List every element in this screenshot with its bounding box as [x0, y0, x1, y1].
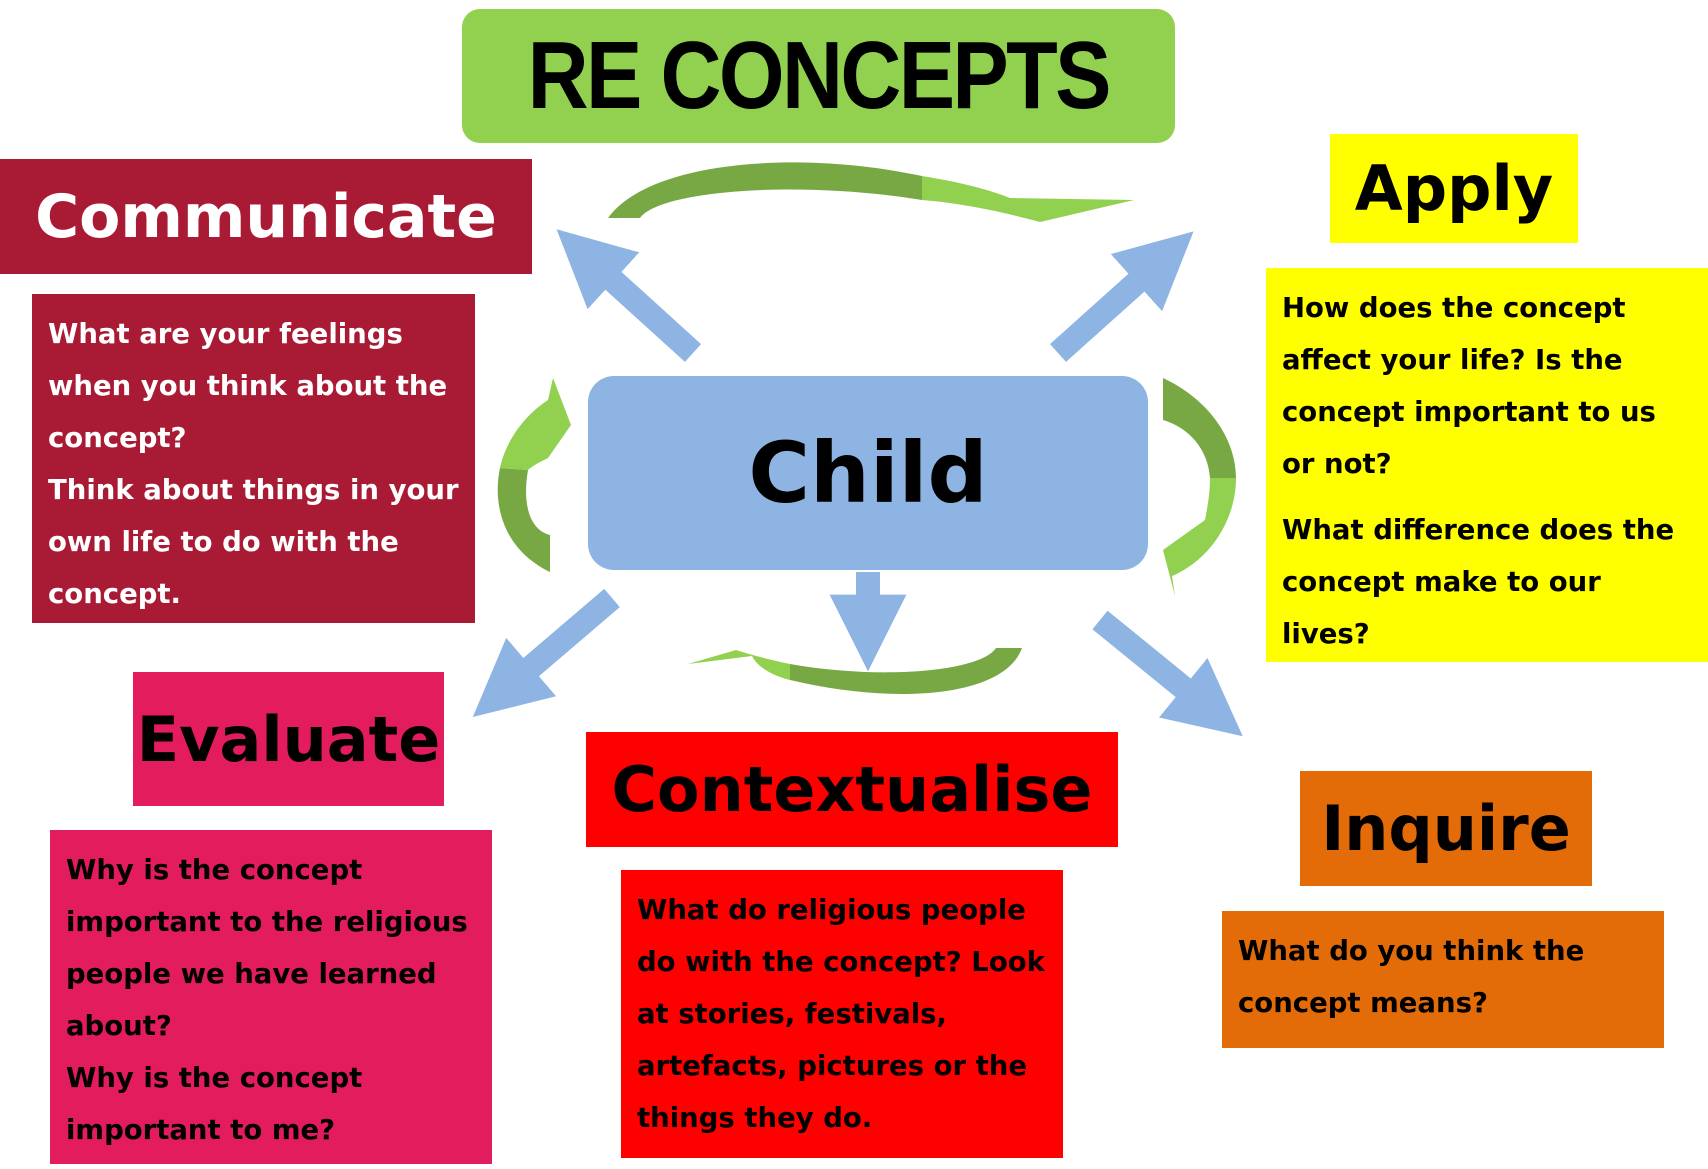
center-label: Child [748, 424, 988, 522]
communicate-description: What are your feelings when you think ab… [32, 294, 475, 623]
title-banner: RE CONCEPTS [462, 9, 1175, 143]
green-arrow-left [497, 468, 550, 572]
green-arrow-right-head [1163, 478, 1236, 596]
contextualise-line: What do religious people do with the con… [637, 894, 1045, 1134]
green-arrow-left-head [500, 378, 571, 470]
inquire-heading: Inquire [1300, 771, 1592, 886]
green-arrow-bottom [790, 648, 1022, 694]
contextualise-heading: Contextualise [586, 732, 1118, 847]
arrow-to-evaluate [472, 588, 620, 717]
contextualise-description: What do religious people do with the con… [621, 870, 1063, 1158]
evaluate-description: Why is the concept important to the reli… [50, 830, 492, 1164]
arrow-to-apply [1049, 231, 1194, 362]
green-arrow-right [1163, 378, 1236, 478]
center-node: Child [588, 376, 1148, 570]
apply-line: What difference does the concept make to… [1282, 514, 1675, 650]
communicate-line: Think about things in your own life to d… [48, 474, 459, 610]
green-arrow-top [608, 162, 922, 218]
evaluate-heading: Evaluate [133, 672, 444, 806]
evaluate-line: Why is the concept important to the reli… [66, 854, 468, 1042]
arrow-to-inquire [1092, 610, 1243, 737]
inquire-description: What do you think the concept means? [1222, 911, 1664, 1048]
apply-description: How does the concept affect your life? I… [1266, 268, 1708, 662]
evaluate-line: Why is the concept important to me? [66, 1062, 363, 1146]
green-arrow-top-head [922, 176, 1134, 222]
green-arrow-bottom-head [688, 650, 790, 680]
inquire-line: What do you think the concept means? [1238, 935, 1585, 1019]
page-title: RE CONCEPTS [527, 22, 1112, 129]
apply-heading: Apply [1330, 134, 1578, 243]
apply-line: How does the concept affect your life? I… [1282, 292, 1656, 480]
communicate-heading: Communicate [0, 159, 532, 274]
arrow-to-communicate [556, 229, 702, 362]
communicate-line: What are your feelings when you think ab… [48, 318, 448, 454]
